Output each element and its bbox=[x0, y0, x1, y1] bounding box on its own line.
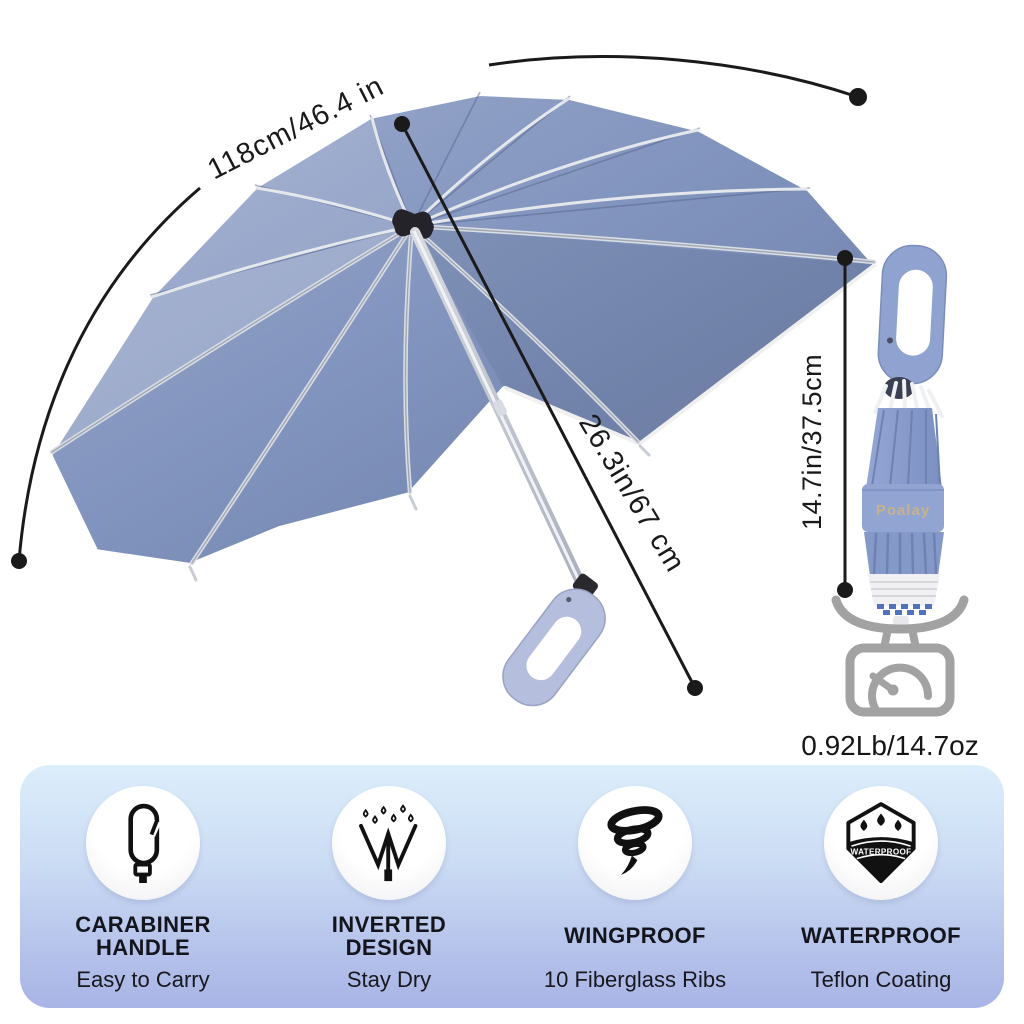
folded-rib-tips bbox=[873, 379, 944, 418]
feature-subtitle: Stay Dry bbox=[346, 967, 432, 992]
waterproof-shield-icon: WATERPROOF bbox=[846, 802, 916, 884]
feature-subtitle: Easy to Carry bbox=[76, 967, 210, 992]
open-umbrella bbox=[44, 88, 882, 707]
feature-icon-circle bbox=[578, 786, 692, 900]
feature-title-line1: CARABINER bbox=[75, 911, 211, 937]
feature-title-line2: HANDLE bbox=[95, 935, 191, 960]
umbrella-hub bbox=[392, 209, 434, 239]
feature-icon-circle bbox=[332, 786, 446, 900]
weight-label: 0.92Lb/14.7oz bbox=[801, 730, 979, 761]
feature-icon-circle bbox=[86, 786, 200, 900]
brand-logo-text: Poalay bbox=[876, 502, 930, 519]
feature-icon-circle: WATERPROOF bbox=[824, 786, 938, 900]
folded-canopy-body: Poalay bbox=[862, 408, 944, 625]
folded-height-annotation: 14.7in/37.5cm bbox=[797, 250, 853, 598]
feature-title: WINGPROOF bbox=[564, 910, 706, 962]
folded-pivot bbox=[884, 377, 914, 399]
feature-title-line1: WINGPROOF bbox=[564, 923, 706, 949]
folded-umbrella: Poalay bbox=[862, 244, 948, 625]
inverted-umbrella-rain-icon bbox=[359, 804, 418, 882]
scale-icon bbox=[831, 595, 969, 717]
tornado-icon bbox=[607, 806, 663, 875]
feature-title: CARABINER HANDLE bbox=[75, 910, 211, 962]
feature-card-inverted-design: INVERTED DESIGN Stay Dry bbox=[266, 765, 512, 1008]
carabiner-handle bbox=[502, 573, 606, 707]
product-illustration: Poalay bbox=[11, 55, 979, 761]
feature-title: WATERPROOF bbox=[801, 910, 961, 962]
feature-card-wingproof: WINGPROOF 10 Fiberglass Ribs bbox=[512, 765, 758, 1008]
feature-title-line1: INVERTED bbox=[331, 911, 447, 937]
folded-carabiner-handle bbox=[877, 244, 948, 385]
umbrella-ribs bbox=[49, 97, 877, 582]
feature-card-waterproof: WATERPROOF WATERPROOF Teflon Coating bbox=[758, 765, 1004, 1008]
feature-subtitle: Teflon Coating bbox=[810, 967, 952, 992]
feature-title: INVERTED DESIGN bbox=[332, 910, 446, 962]
umbrella-shaft bbox=[410, 227, 588, 593]
feature-title-line1: WATERPROOF bbox=[800, 923, 962, 949]
carabiner-icon bbox=[128, 803, 162, 883]
waterproof-badge-text: WATERPROOF bbox=[851, 848, 912, 857]
feature-title-line2: DESIGN bbox=[345, 935, 433, 960]
folded-height-label: 14.7in/37.5cm bbox=[797, 354, 827, 530]
features-panel: CARABINER HANDLE Easy to Carry bbox=[20, 765, 1004, 1008]
feature-card-carabiner-handle: CARABINER HANDLE Easy to Carry bbox=[20, 765, 266, 1008]
feature-subtitle: 10 Fiberglass Ribs bbox=[543, 967, 727, 992]
brand-band bbox=[862, 484, 944, 532]
folded-hem-pattern bbox=[877, 604, 932, 615]
